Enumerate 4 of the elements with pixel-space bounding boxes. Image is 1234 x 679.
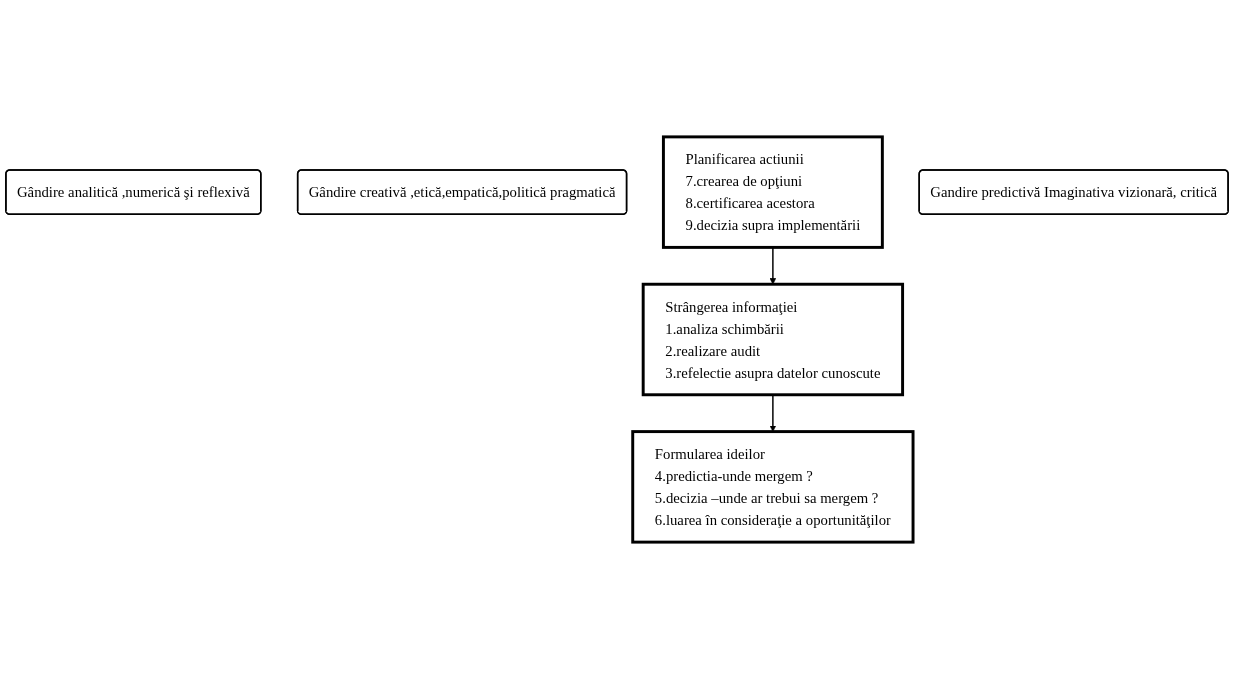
node-box: Strângerea informaţiei 1.analiza schimbării 2.realizare audit 3.refelectie asupra datelor cunoscute — [641, 282, 905, 397]
node-box: Planificarea actiunii 7.crearea de opţiuni 8.certificarea acestora 9.decizia supra implementării — [661, 135, 884, 249]
arrow — [769, 394, 777, 432]
node-box: Formularea ideilor 4.predictia-unde mergem ? 5.decizia –unde ar trebui sa mergem ? 6.luarea în consideraţie a oportunităţilor — [631, 430, 915, 544]
